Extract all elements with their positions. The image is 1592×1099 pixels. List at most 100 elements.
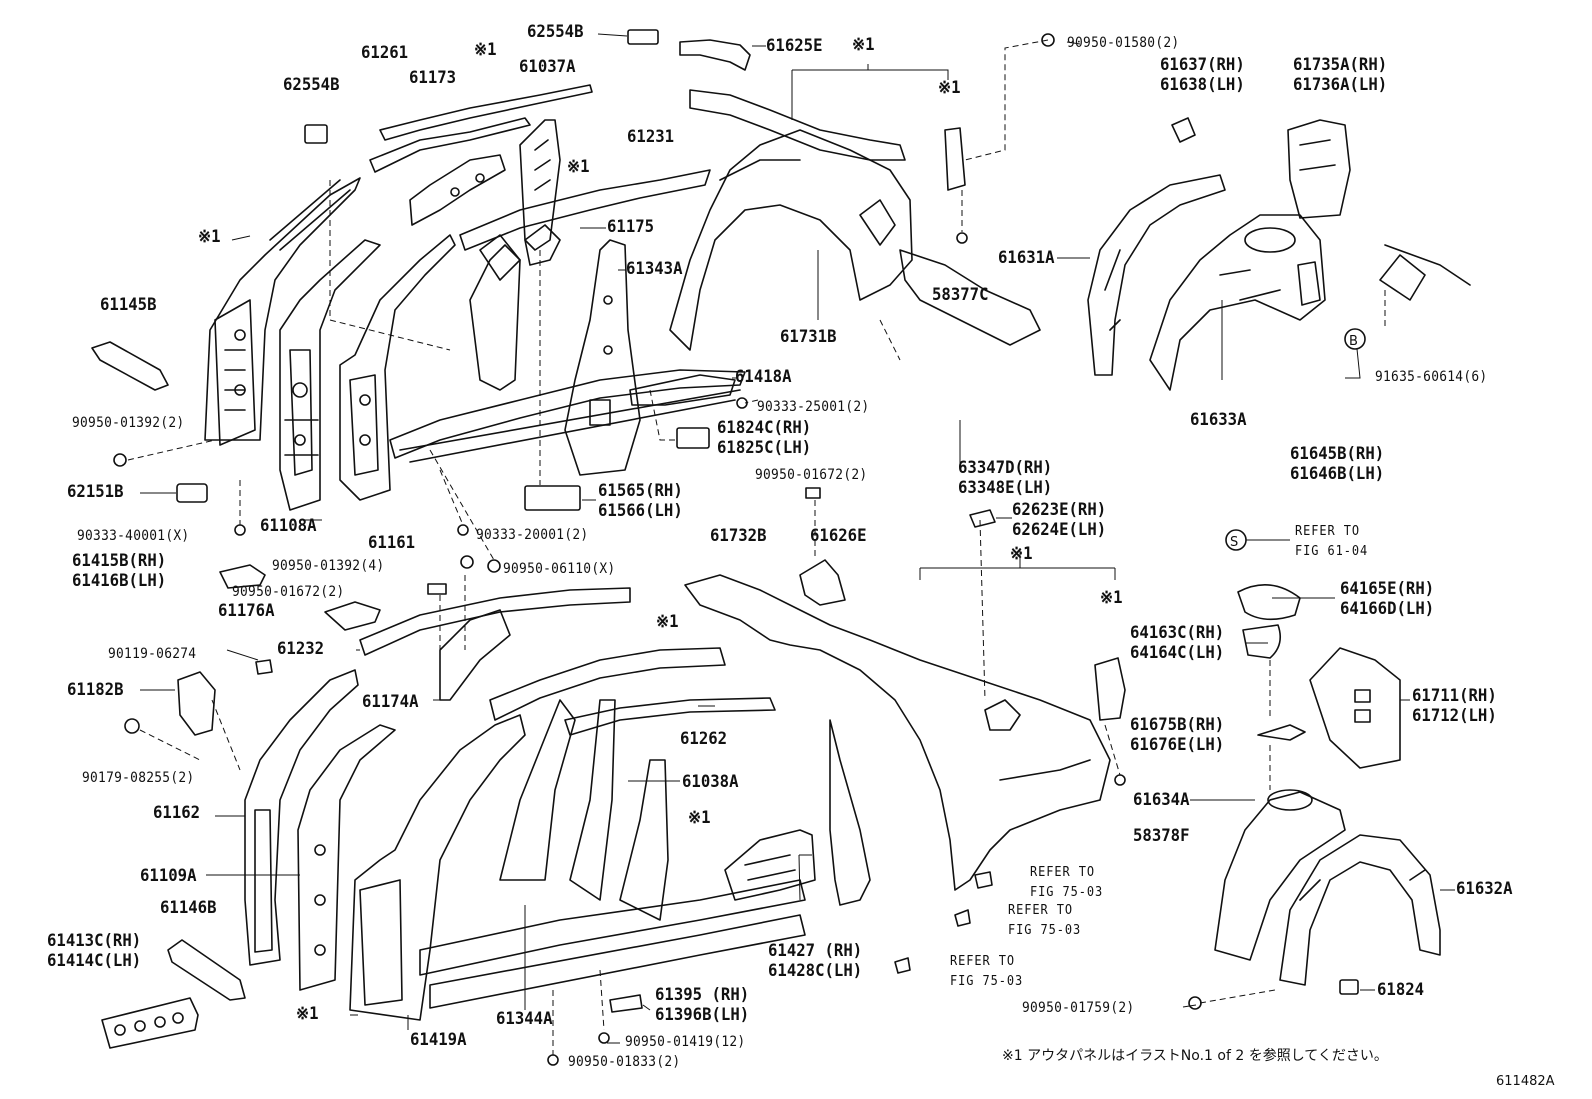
part-callout: 61176A xyxy=(218,603,275,620)
part-callout: 61711(RH)61712(LH) xyxy=(1412,686,1497,726)
footnote: ※1 アウタパネルはイラストNo.1 of 2 を参照してください。 xyxy=(1002,1048,1388,1064)
callout-line: 61344A xyxy=(496,1009,553,1029)
nut-90179 xyxy=(124,718,140,734)
callout-line: 61145B xyxy=(100,295,157,315)
callout-line: 90179-08255(2) xyxy=(82,770,195,786)
part-callout: 90950-01392(2) xyxy=(72,416,184,430)
part-callout: 61146B xyxy=(160,900,217,917)
part-callout: 90950-01392(4) xyxy=(272,559,384,573)
callout-line: 90950-01392(2) xyxy=(72,415,185,431)
part-callout: 61231 xyxy=(627,129,674,146)
fasteners xyxy=(113,33,1202,1066)
part-callout: 90179-08255(2) xyxy=(82,771,194,785)
callout-line: 64164C(LH) xyxy=(1130,643,1225,663)
callout-line: ※1 xyxy=(1100,588,1123,608)
rocker-panel-upper xyxy=(389,369,746,463)
part-callout: 61343A xyxy=(626,261,683,278)
bracket-61645B xyxy=(1297,261,1321,306)
cap-64163C xyxy=(1242,624,1281,659)
part-callout: 61395 (RH)61396B(LH) xyxy=(655,985,749,1025)
callout-line: 90950-01759(2) xyxy=(1022,1000,1135,1016)
part-callout: ※1 xyxy=(688,810,711,827)
callout-line: 61414C(LH) xyxy=(47,951,142,971)
callout-line: 61711(RH) xyxy=(1412,686,1497,706)
bracket-61182B xyxy=(177,671,216,736)
callout-line: 90119-06274 xyxy=(108,646,197,662)
part-callout: ※1 xyxy=(296,1006,319,1023)
side-rail-61173 xyxy=(409,154,506,226)
callout-line: REFER TO xyxy=(1008,903,1073,918)
callout-line: 61182B xyxy=(67,680,124,700)
callout-line: 61038A xyxy=(682,772,739,792)
body-fragment-right xyxy=(1379,244,1471,301)
clip-62554B-b xyxy=(304,124,328,144)
callout-line: 63347D(RH) xyxy=(958,458,1053,478)
part-callout: 90333-40001(X) xyxy=(77,529,189,543)
callout-line: 61731B xyxy=(780,327,837,347)
center-pillar-61175 xyxy=(469,224,561,391)
part-callout: 61174A xyxy=(362,694,419,711)
callout-line: 61108A xyxy=(260,516,317,536)
part-callout: 90950-01419(12) xyxy=(625,1035,745,1049)
part-callout: 61645B(RH)61646B(LH) xyxy=(1290,444,1384,484)
part-callout: ※1 xyxy=(198,229,221,246)
callout-line: 61824 xyxy=(1377,980,1425,1000)
part-callout: 61261 xyxy=(361,45,408,62)
callout-line: ※1 xyxy=(688,808,711,828)
part-callout: 61626E xyxy=(810,528,867,545)
callout-line: 61625E xyxy=(766,36,823,56)
part-callout: 91635-60614(6) xyxy=(1375,370,1487,384)
callout-line: 61037A xyxy=(519,57,576,77)
callout-line: 61419A xyxy=(410,1030,467,1050)
roof-rail-61261 xyxy=(369,84,593,173)
callout-line: ※1 xyxy=(938,78,961,98)
part-callout: 61735A(RH)61736A(LH) xyxy=(1293,55,1387,95)
callout-line: FIG 61-04 xyxy=(1295,544,1369,559)
pad-61824 xyxy=(1339,979,1359,995)
part-callout: 61037A xyxy=(519,59,576,76)
svg-text:S: S xyxy=(1230,535,1238,550)
callout-line: 91635-60614(6) xyxy=(1375,369,1488,385)
bracket-61735A xyxy=(1287,119,1351,219)
quarter-inner-61731B xyxy=(669,89,913,351)
a-pillar-61161 xyxy=(339,234,456,501)
callout-line: 61631A xyxy=(998,248,1055,268)
b-pillar-61343A xyxy=(564,239,641,476)
callout-line: ※1 xyxy=(656,612,679,632)
callout-line: 64166D(LH) xyxy=(1340,599,1435,619)
callout-line: 90950-01392(4) xyxy=(272,558,385,574)
part-callout: REFER TO FIG 61-04 xyxy=(1295,522,1368,562)
callout-line: 61109A xyxy=(140,866,197,886)
part-callout: 61344A xyxy=(496,1011,553,1028)
part-callout: 62623E(RH)62624E(LH) xyxy=(1012,500,1106,540)
part-callout: 61162 xyxy=(153,805,200,822)
pad-62151B xyxy=(176,483,208,503)
callout-line: 58377C xyxy=(932,285,989,305)
part-callout: 62554B xyxy=(283,77,340,94)
callout-line: 61173 xyxy=(409,68,457,88)
callout-line: 62554B xyxy=(527,22,584,42)
callout-line: 61632A xyxy=(1456,879,1513,899)
callout-line: 90950-01419(12) xyxy=(625,1034,746,1050)
wheel-house-61632A xyxy=(1279,834,1441,986)
cap-64165E xyxy=(1237,583,1301,621)
bracket-61413C xyxy=(101,997,199,1049)
pad-62623E xyxy=(969,509,996,528)
part-callout: 61232 xyxy=(277,641,324,658)
part-callout: 61173 xyxy=(409,70,456,87)
callout-line: 90950-01833(2) xyxy=(568,1054,681,1070)
callout-line: 90950-01672(2) xyxy=(232,584,345,600)
callout-line: 61261 xyxy=(361,43,409,63)
part-callout: 90333-20001(2) xyxy=(476,528,588,542)
callout-line: REFER TO xyxy=(1295,524,1360,539)
callout-line: 61736A(LH) xyxy=(1293,75,1388,95)
part-callout: 61824 xyxy=(1377,982,1424,999)
callout-line: 62624E(LH) xyxy=(1012,520,1107,540)
roof-inner-61262 xyxy=(564,697,776,736)
leader-lines xyxy=(140,33,1455,1044)
part-callout: 61415B(RH)61416B(LH) xyxy=(72,551,166,591)
part-callout: 61427 (RH)61428C(LH) xyxy=(768,941,862,981)
bracket-61415B xyxy=(219,564,266,589)
